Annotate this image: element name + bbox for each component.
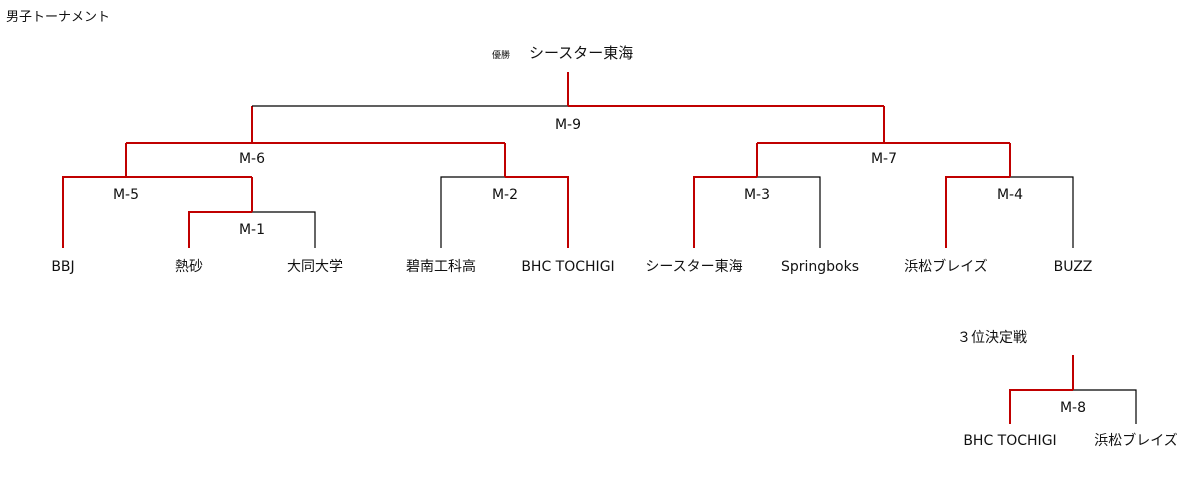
match-label-m5: M-5 xyxy=(112,187,140,203)
team-bhc-tochigi: BHC TOCHIGI xyxy=(521,259,615,275)
m4-line-buzz xyxy=(1010,176,1074,248)
match-label-m1: M-1 xyxy=(238,222,266,238)
m1-line-daido xyxy=(252,211,316,248)
m8-line-hamamatsu xyxy=(1073,389,1137,424)
team-hamamatsu-blaze: 浜松ブレイズ xyxy=(904,259,988,275)
m3-line-seastar xyxy=(693,176,757,248)
m4-line-hamamatsu xyxy=(945,176,1010,248)
team-nessa: 熱砂 xyxy=(175,259,203,275)
team-hekinan-kokako: 碧南工科高 xyxy=(406,259,476,275)
third-place-title: ３位決定戦 xyxy=(957,330,1027,346)
m1-line-nessa xyxy=(188,211,252,248)
match-label-m8: M-8 xyxy=(1059,400,1087,416)
match-label-m4: M-4 xyxy=(996,187,1024,203)
team-buzz: BUZZ xyxy=(1053,259,1093,275)
match-label-m7: M-7 xyxy=(870,151,898,167)
team-springboks: Springboks xyxy=(780,259,860,275)
tournament-title: 男子トーナメント xyxy=(6,10,111,25)
champion-name: シースター東海 xyxy=(529,44,634,62)
m2-line-bhc xyxy=(505,176,569,248)
m8-line-bhc xyxy=(1009,389,1073,424)
m5-line-bbj xyxy=(62,176,126,248)
team-seastar-tokai: シースター東海 xyxy=(645,259,743,275)
m3-line-springboks xyxy=(757,176,821,248)
match-label-m2: M-2 xyxy=(491,187,519,203)
third-place-team-hamamatsu-blaze: 浜松ブレイズ xyxy=(1094,433,1178,449)
third-place-team-bhc-tochigi: BHC TOCHIGI xyxy=(963,433,1057,449)
team-bbj: BBJ xyxy=(51,259,75,275)
match-label-m6: M-6 xyxy=(238,151,266,167)
match-label-m9: M-9 xyxy=(554,117,582,133)
champion-prefix: 優勝 xyxy=(492,51,511,61)
m2-line-hekinan xyxy=(440,176,505,248)
match-label-m3: M-3 xyxy=(743,187,771,203)
team-daido-daigaku: 大同大学 xyxy=(287,259,343,275)
